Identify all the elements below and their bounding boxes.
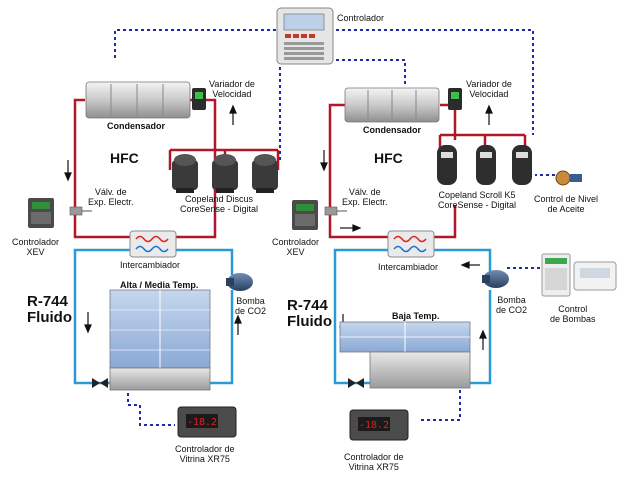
speed-drive-right [448,88,462,110]
label-variador-right: Variador de Velocidad [466,79,512,99]
label-compressors-left: Copeland Discus CoreSense - Digital [180,194,259,214]
exp-valve-left [69,206,92,216]
label-bomba-left: Bomba de CO2 [235,296,267,316]
oil-level-control [555,170,582,186]
label-vitrina-alta: Alta / Media Temp. [120,280,199,290]
label-hfc-left: HFC [110,150,139,166]
label-valv-left: Válv. de Exp. Electr. [88,187,134,207]
label-vitrina-baja: Baja Temp. [392,311,440,321]
xev-controller-left [28,198,54,228]
label-hfc-right: HFC [374,150,403,166]
speed-drive-left [192,88,206,110]
label-controlador: Controlador [337,13,385,23]
label-control-nivel: Control de Nivel de Aceite [534,194,599,214]
display-case-low-temp [339,321,471,389]
condenser-right [344,87,440,123]
label-xr75-right: Controlador de Vitrina XR75 [344,452,404,472]
condenser-left [85,81,191,119]
label-condensador-right: Condensador [363,125,422,135]
co2-pump-right [482,270,509,288]
label-xr75-left: Controlador de Vitrina XR75 [175,444,235,464]
label-condensador-left: Condensador [107,121,166,131]
label-bomba-right: Bomba de CO2 [496,295,528,315]
label-compressors-right: Copeland Scroll K5 CoreSense - Digital [438,190,517,210]
co2-valve-right [348,378,364,388]
xr75-controller-right: -18.2 [349,409,409,441]
xr75-controller-left: -18.2 [177,406,237,438]
pump-control-module [541,253,617,297]
label-intercambiador-left: Intercambiador [120,260,181,270]
co2-pump-left [226,273,253,291]
co2-piping [73,248,492,385]
co2-valve-left [92,378,108,388]
label-intercambiador-right: Intercambiador [378,262,439,272]
central-controller-unit [276,7,334,65]
label-control-bombas: Control de Bombas [550,304,596,324]
display-case-high-temp [109,289,211,391]
label-r744-left: R-744 Fluido [27,293,72,326]
compressors-right [437,145,532,185]
label-xev-left: Controlador XEV [12,237,60,257]
label-valv-right: Válv. de Exp. Electr. [342,187,388,207]
xr75-display-left: -18.2 [187,417,217,428]
label-variador-left: Variador de Velocidad [209,79,255,99]
label-xev-right: Controlador XEV [272,237,320,257]
label-r744-right: R-744 Fluido [287,297,332,330]
xr75-display-right: -18.2 [359,420,389,431]
xev-controller-right [292,200,318,230]
exp-valve-right [324,206,347,216]
compressors-left [172,154,278,193]
heat-exchanger-right [387,230,435,258]
control-wiring [114,29,555,426]
heat-exchanger-left [129,230,177,258]
